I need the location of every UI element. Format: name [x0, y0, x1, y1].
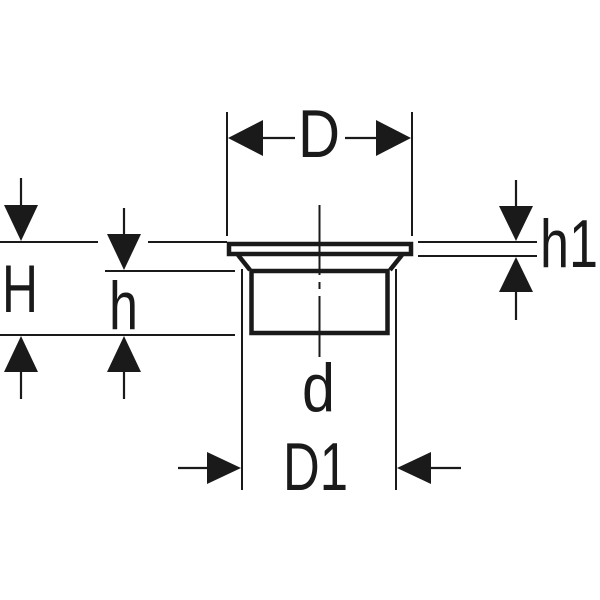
arrowhead-d1-right	[397, 452, 431, 484]
arrowhead-d-left	[228, 120, 263, 156]
taper-line-right	[388, 253, 404, 272]
dimension-h: h	[105, 208, 235, 399]
taper-line-left	[236, 253, 252, 272]
arrowhead-h1-down	[499, 206, 533, 241]
label-h: h	[109, 268, 138, 344]
dimension-H: H	[0, 178, 235, 399]
label-d: d	[302, 350, 335, 426]
arrowhead-hh-down	[107, 234, 141, 270]
label-H: H	[2, 251, 38, 327]
arrowhead-d-right	[376, 120, 411, 156]
dimension-d-axis: d	[302, 205, 335, 426]
label-D: D	[298, 96, 340, 172]
dimension-D: D	[226, 96, 413, 236]
dimension-D1: D1	[178, 269, 461, 505]
arrowhead-hh-up	[107, 336, 141, 372]
arrowhead-d1-left	[207, 452, 241, 484]
arrowhead-h1-up	[499, 257, 533, 292]
dimension-h1: h1	[418, 180, 598, 320]
arrowhead-H-up	[4, 336, 38, 372]
label-h1: h1	[540, 206, 598, 282]
label-D1: D1	[283, 429, 348, 505]
arrowhead-H-down	[4, 205, 38, 241]
